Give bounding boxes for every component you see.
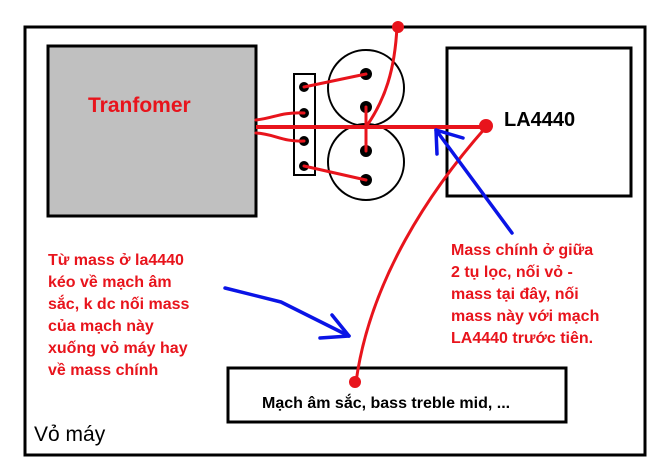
wire-terminal-4-to-cap xyxy=(302,164,368,182)
amp-board xyxy=(445,46,633,198)
wire-transformer-to-terminal-3 xyxy=(254,131,306,143)
tone-ground-point xyxy=(349,376,361,388)
tone-board-label: Mạch âm sắc, bass treble mid, ... xyxy=(262,395,511,412)
tone-board xyxy=(226,366,568,424)
arrow-right-head xyxy=(434,128,465,156)
wire-ground-to-chassis xyxy=(364,24,399,129)
transformer-label: Tranfomer xyxy=(88,94,191,117)
chassis-border xyxy=(23,25,647,457)
terminal-strip xyxy=(293,73,316,176)
note-left: Từ mass ở la4440 kéo về mạch âm sắc, k d… xyxy=(48,252,190,379)
note-right: Mass chính ở giữa 2 tụ lọc, nối vỏ - mas… xyxy=(451,242,600,347)
arrow-left-head xyxy=(318,313,351,340)
wire-transformer-to-terminal-2 xyxy=(254,111,306,122)
wire-ground-to-amp xyxy=(354,124,489,384)
arrow-left-note xyxy=(223,286,351,338)
arrow-right-note xyxy=(434,128,514,235)
transformer-block xyxy=(46,44,258,218)
wire-terminal-1-to-cap xyxy=(302,72,368,89)
chassis-ground-point xyxy=(392,21,404,33)
amp-ground-point xyxy=(479,119,493,133)
chassis-label: Vỏ máy xyxy=(34,423,106,446)
amp-label: LA4440 xyxy=(504,109,576,131)
